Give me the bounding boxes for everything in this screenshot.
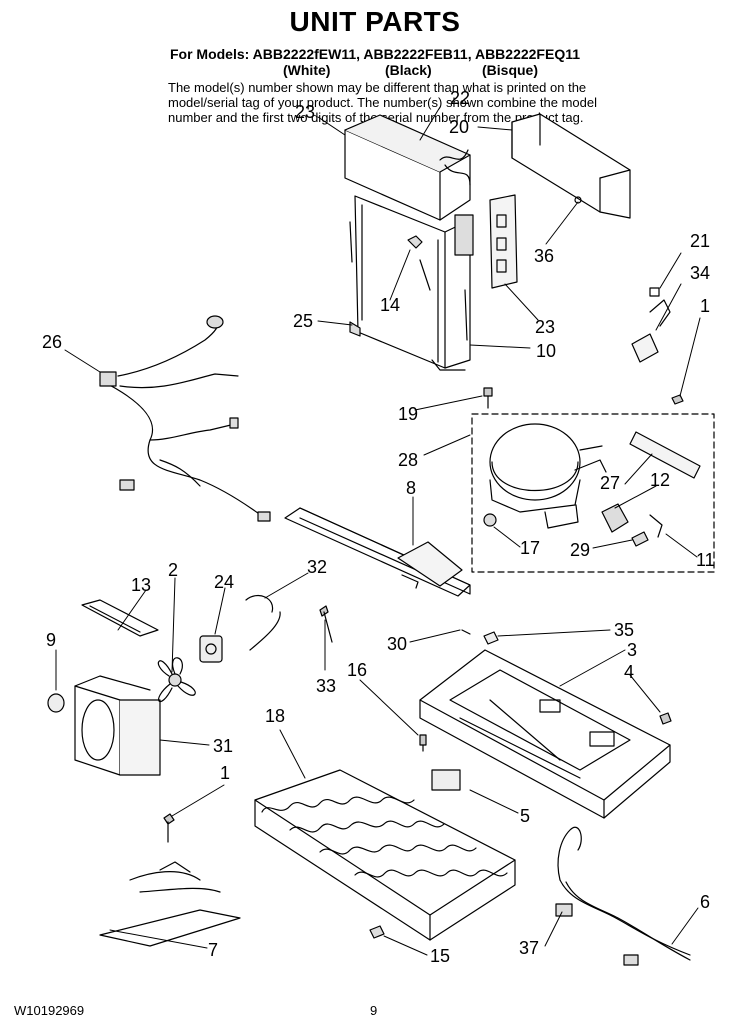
callout-5: 5 [520,806,531,826]
start-relay-part [601,503,663,547]
callout-23-top: 23 [295,102,316,122]
callout-30: 30 [387,634,408,654]
fan-bracket-part [245,595,281,651]
callout-17: 17 [520,538,541,558]
base-grommet-part [483,631,499,645]
condenser-part [254,769,516,941]
drain-tube-part [555,826,691,966]
harness-screw-part [163,813,175,843]
callout-13: 13 [131,575,152,595]
condenser-clip-part [431,769,461,791]
callout-12: 12 [650,470,671,490]
callout-6: 6 [700,892,711,912]
page-title: UNIT PARTS [289,6,461,37]
fan-screw-part [319,605,333,643]
base-pin-part [461,629,471,635]
bottom-harness-part [99,861,241,947]
callout-3: 3 [627,640,638,660]
callout-20: 20 [449,117,470,137]
fan-gasket-part [81,599,159,637]
page-number: 9 [370,1003,378,1018]
color-white: (White) [283,62,331,78]
callout-34: 34 [690,263,711,283]
color-bisque: (Bisque) [482,62,538,78]
callout-22: 22 [450,88,471,108]
callout-14: 14 [380,295,401,315]
callout-9: 9 [46,630,57,650]
callout-35: 35 [614,620,635,640]
callout-36: 36 [534,246,555,266]
base-plate-part [419,649,671,819]
callout-1-top: 1 [700,296,711,316]
callout-2: 2 [168,560,179,580]
condenser-fastener-part [369,925,385,939]
callout-25: 25 [293,311,314,331]
callout-37: 37 [519,938,540,958]
color-black: (Black) [385,62,432,78]
base-screw-part [419,734,427,752]
models-line: For Models: ABB2222fEW11, ABB2222FEB11, … [169,46,581,62]
filter-drier-part [629,431,701,479]
leader-lines [55,106,701,956]
compressor-part [483,423,607,529]
drain-pan-part [284,507,471,597]
callout-24: 24 [214,572,235,592]
callout-33: 33 [316,676,337,696]
callout-28: 28 [398,450,419,470]
doc-number: W10192969 [14,1003,85,1018]
callout-10: 10 [536,341,557,361]
fan-motor-part [199,635,223,663]
grommet-part [47,693,65,713]
screw-part [483,387,684,409]
evaporator-cover-assembly [344,114,474,371]
callout-16: 16 [347,660,368,680]
compressor-group-box [471,413,715,573]
callout-15: 15 [430,946,451,966]
callout-32: 32 [307,557,328,577]
callout-18: 18 [265,706,286,726]
callout-7: 7 [208,940,219,960]
callout-8: 8 [406,478,417,498]
base-bolt-part [659,712,672,725]
fan-shroud-part [74,675,161,776]
callout-26: 26 [42,332,63,352]
side-bracket-part [489,194,518,289]
callout-1-bottom: 1 [220,763,231,783]
power-cord-bracket [631,287,671,363]
air-duct-part [511,113,631,219]
callout-29: 29 [570,540,591,560]
callout-19: 19 [398,404,419,424]
callout-23-mid: 23 [535,317,556,337]
callout-11: 11 [696,550,715,570]
wiring-harness-part [99,315,271,522]
callout-4: 4 [624,662,635,682]
callout-21: 21 [690,231,711,251]
fan-blade-part [157,657,196,703]
callout-27: 27 [600,473,621,493]
callout-31: 31 [213,736,234,756]
